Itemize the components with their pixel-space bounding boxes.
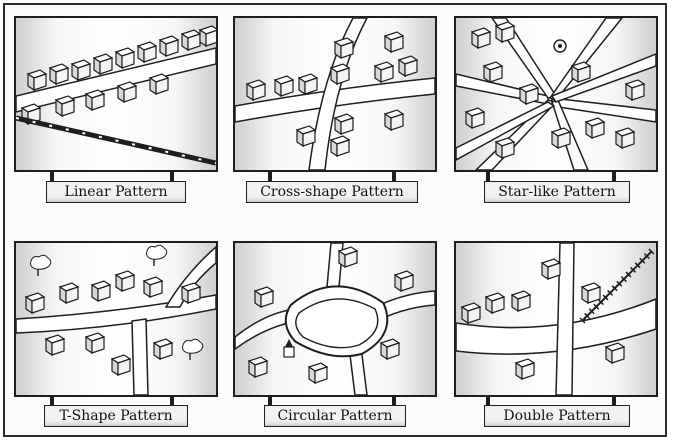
north-road (326, 243, 344, 288)
panel-double-pattern (454, 241, 658, 397)
vertical-road (131, 318, 149, 395)
panel-t-shape-pattern (14, 241, 218, 397)
circular-pattern-map (235, 243, 435, 395)
label-star-like-pattern: Star-like Pattern (484, 181, 630, 203)
panel-linear-pattern (14, 16, 218, 172)
panel-leg (486, 397, 490, 407)
panel-star-like-pattern (454, 16, 658, 172)
panel-leg (170, 397, 174, 407)
label-cross-shape-pattern: Cross-shape Pattern (246, 181, 418, 203)
panel-leg (170, 172, 174, 182)
label-circular-pattern: Circular Pattern (264, 405, 406, 427)
main-road (16, 47, 216, 113)
panel-leg (486, 172, 490, 182)
panel-leg (50, 397, 54, 407)
panel-cross-shape-pattern (233, 16, 437, 172)
north-south-road (555, 243, 575, 395)
river (456, 298, 656, 355)
linear-pattern-map (16, 25, 216, 166)
railway-ties (16, 117, 216, 164)
railway-line (581, 250, 653, 322)
t-shape-pattern-map (16, 244, 216, 395)
panel-leg (392, 397, 396, 407)
label-t-shape-pattern: T-Shape Pattern (44, 405, 188, 427)
label-linear-pattern: Linear Pattern (46, 181, 186, 203)
east-road (373, 290, 435, 320)
panel-leg (50, 172, 54, 182)
cross-shape-pattern-map (235, 18, 435, 170)
horizontal-road (16, 294, 216, 334)
panel-leg (268, 397, 272, 407)
panel-circular-pattern (233, 241, 437, 397)
panel-leg (392, 172, 396, 182)
label-double-pattern: Double Pattern (484, 405, 630, 427)
panel-leg (612, 397, 616, 407)
star-like-pattern-map (456, 18, 656, 170)
double-pattern-map (456, 243, 656, 395)
panel-leg (612, 172, 616, 182)
panel-leg (268, 172, 272, 182)
temple-icon (285, 339, 293, 347)
central-lake (295, 298, 379, 349)
